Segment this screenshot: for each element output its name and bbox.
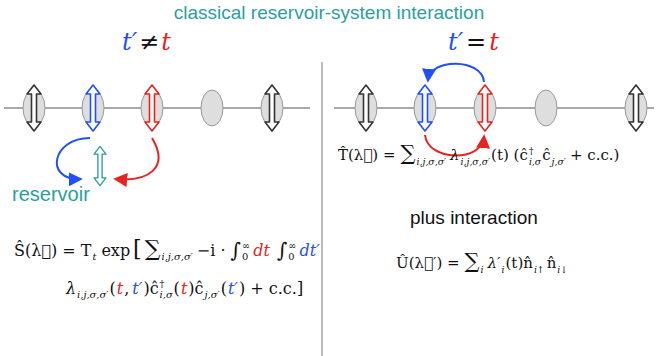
text-label: reservoir [12,184,90,204]
math-term: ( [221,281,227,297]
math-term: (t)n̂ [506,256,533,271]
math-index: j,σ′ [205,290,220,300]
math-index: t [92,252,96,262]
math-term: ( [110,281,116,297]
math-term: t [181,281,187,297]
math-term: )ĉ [188,281,203,297]
divider-line [322,62,323,356]
math-index: i,σ [529,157,541,166]
spin-arrow [27,85,41,131]
math-index: 0 [242,252,248,262]
math-index: i,σ [160,290,173,300]
math-term: ) + c.c.] [239,281,303,297]
reservoir-exchange-arrow [94,146,106,185]
math-term: λ [66,281,76,297]
math-term: t′ [448,30,463,54]
math-term: −i · [197,243,226,259]
math-term: t [489,30,499,54]
math-index: 0 [288,252,294,262]
math-index: j,σ′ [552,157,566,166]
math-index: i↓ [557,265,568,274]
spin-arrow [265,85,279,131]
text-label: plus interaction [410,208,538,227]
math-index: i [481,265,484,274]
spin-arrow [86,85,100,131]
math-term: dt [253,243,270,259]
lattice-site [201,90,223,126]
spin-arrow [145,85,159,131]
math-term: ∑ [145,238,161,260]
math-index: ∞ [242,241,250,251]
math-term: + c.c.) [570,148,620,163]
math-term: = [466,30,486,54]
spin-arrow [629,85,643,131]
math-term: ∫ [231,240,241,260]
math-index: i↑ [534,265,545,274]
math-term: ( [174,281,180,297]
math-term: T̂(λ⃗) = [338,148,396,163]
math-term: (t) (ĉ [491,148,528,163]
reservoir-arrow [57,138,90,179]
spin-arrow [418,85,432,131]
math-term: ĉ [542,148,550,163]
spin-arrow [478,85,492,131]
math-index: i,j,σ,σ′ [162,252,193,262]
math-term: )ĉ [143,281,158,297]
hopping-arrow [428,64,484,82]
math-term: ∫ [277,240,287,260]
math-term: t′ [132,281,142,297]
math-index: † [160,279,165,289]
math-index: i [502,265,505,274]
math-term: ∑ [401,143,416,164]
math-term: exp [101,243,130,259]
lattice-site [535,90,557,126]
math-term: ∑ [465,251,480,272]
diagram-title: classical reservoir-system interaction [0,3,658,24]
math-term: t [161,30,171,54]
math-term: λ′ [488,256,501,271]
math-index: i,j,σ,σ′ [461,157,491,166]
math-term: t [117,281,123,297]
reservoir-arrow [116,138,158,179]
math-term: Û(λ⃗′) = [396,256,460,271]
math-term: [ [133,238,142,260]
spin-arrow [359,85,373,131]
math-term: , [124,281,129,297]
math-term: n̂ [547,256,557,271]
math-term: t′ [122,30,137,54]
math-index: † [529,146,534,155]
math-index: i,j,σ,σ′ [417,157,447,166]
math-index: i,j,σ,σ′ [77,290,108,300]
lattice-sites [23,90,647,126]
math-term: dt′ [300,243,320,259]
math-term: λ [450,148,460,163]
math-term: t′ [228,281,238,297]
math-term: Ŝ(λ⃗) = T [14,243,91,259]
math-term: ≠ [139,30,159,54]
math-index: ∞ [288,241,296,251]
